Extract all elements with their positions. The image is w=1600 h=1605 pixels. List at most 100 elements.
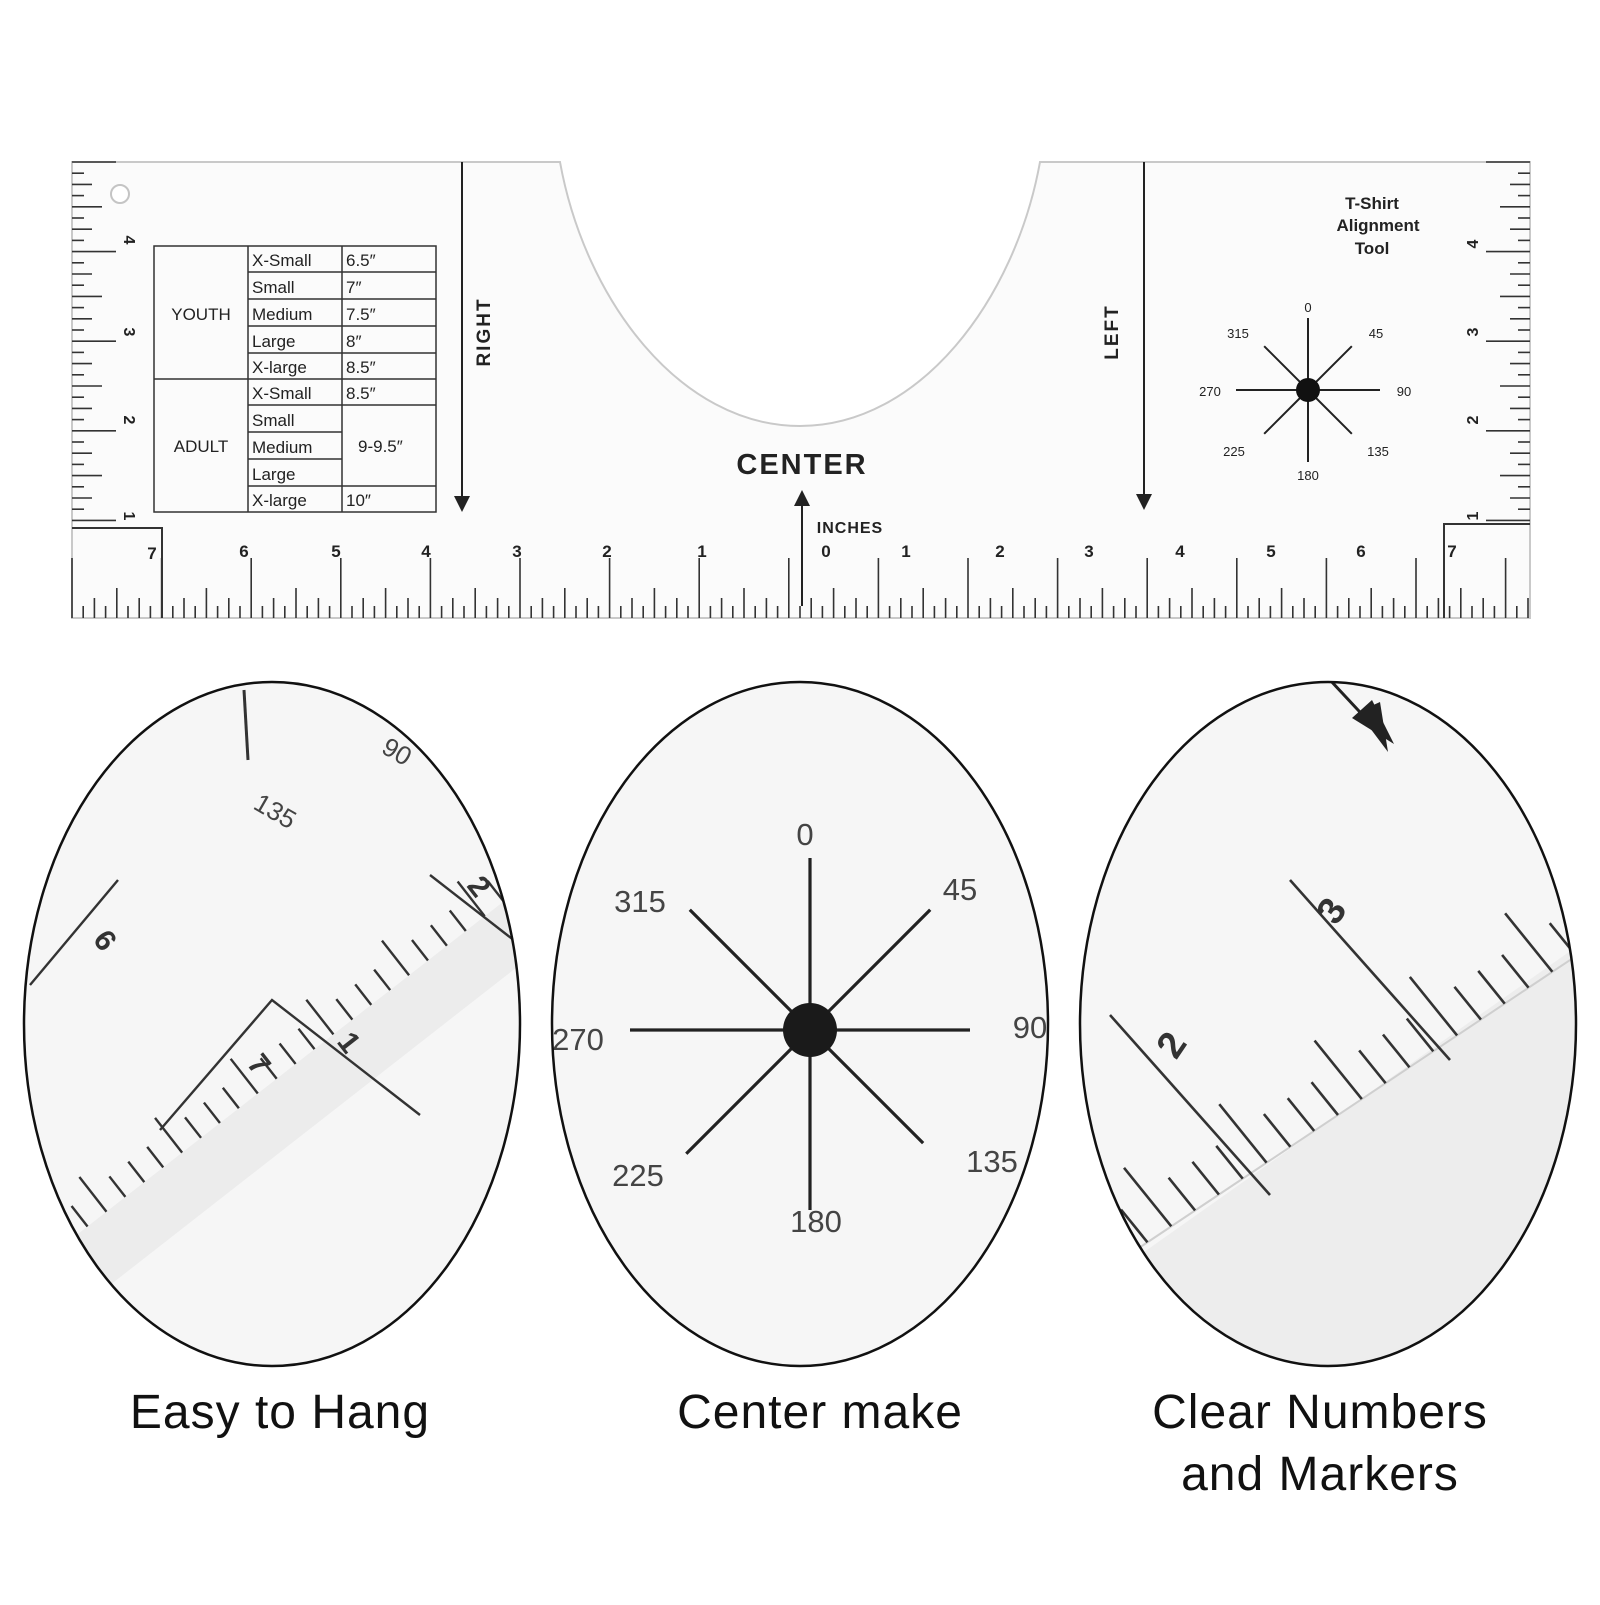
zoom-clear-tick (1215, 1145, 1244, 1180)
zoom-label-315: 315 (614, 884, 666, 919)
zoom-clear-tick (1313, 1039, 1363, 1100)
zoom-label-0: 0 (796, 817, 813, 852)
zoom-hang-tick (505, 865, 520, 888)
zoom-hang-tick (278, 1042, 297, 1065)
zoom-clear-tick (1381, 1033, 1411, 1069)
group-adult: ADULT (174, 437, 228, 456)
compass-label-315: 315 (1227, 326, 1249, 341)
zoom-label-45: 45 (943, 872, 977, 907)
compass-label-180: 180 (1297, 468, 1319, 483)
zoom-clear-tick (1080, 1240, 1101, 1275)
zoom-clear-tick (1477, 970, 1506, 1005)
side-number: 1 (1465, 511, 1482, 520)
zoom-hang-tick (305, 998, 335, 1036)
left-arrow: LEFT (1102, 162, 1152, 510)
zoom-hang-tick (525, 851, 541, 871)
zoom-clear-tick (1123, 1167, 1173, 1228)
value-cell: 7.5″ (346, 305, 376, 324)
zoom-hang-tick (411, 939, 429, 962)
size-cell: X-large (252, 491, 307, 510)
bottom-number: 0 (821, 542, 830, 561)
zoom-hang-tick (32, 1234, 51, 1257)
bottom-number: 3 (1084, 542, 1093, 561)
zoom-hang-tick (24, 1235, 32, 1272)
bottom-number: 1 (697, 542, 706, 561)
zoom-label-270: 270 (552, 1022, 604, 1057)
tshirt-ruler: 7 6 5 4 3 2 1 0 1 2 3 4 5 6 7 4 3 2 1 4 … (71, 161, 1531, 619)
zoom-clear-tick (1096, 1224, 1125, 1259)
size-table (153, 245, 437, 513)
bottom-number: 7 (147, 544, 156, 563)
hang-hole (110, 184, 130, 204)
zoom-hang-tick (354, 983, 373, 1006)
caption-clear-line1: Clear Numbers (1152, 1386, 1488, 1439)
compass-label-0: 0 (1304, 300, 1311, 315)
value-cell: 8.5″ (346, 384, 376, 403)
bottom-number: 2 (995, 542, 1004, 561)
zoom-compass-spoke (808, 908, 932, 1032)
zoom-hang-tick (154, 1117, 184, 1154)
bottom-number: 2 (602, 542, 611, 561)
right-label: RIGHT (474, 297, 495, 366)
caption-clear-line2: and Markers (1181, 1448, 1459, 1501)
zoom-clear-tick (1408, 976, 1459, 1037)
value-cell: 8.5″ (346, 358, 376, 377)
tool-title: T-Shirt Alignment Tool (1336, 194, 1419, 258)
zoom-hang-tick (70, 1205, 89, 1228)
group-youth: YOUTH (171, 305, 231, 324)
bottom-number: 6 (1356, 542, 1365, 561)
zoom-hang-tick (563, 822, 579, 842)
zoom-hang-tick (127, 1160, 146, 1183)
value-cell: 6.5″ (346, 251, 376, 270)
zoom-hang-tick (78, 1176, 108, 1213)
size-table-text: YOUTH ADULT X-Small Small Medium Large X… (171, 251, 403, 510)
zoom-compass-dot (783, 1003, 837, 1057)
bottom-number: 4 (421, 542, 431, 561)
compass-label-225: 225 (1223, 444, 1245, 459)
side-number: 3 (120, 328, 137, 337)
size-cell: Small (252, 278, 295, 297)
zoom-clear-tick (1119, 1208, 1149, 1244)
size-cell: Large (252, 332, 295, 351)
side-number: 4 (1465, 239, 1482, 248)
compass-label-135: 135 (1367, 444, 1389, 459)
side-number: 2 (1465, 415, 1482, 424)
zoom-hang-tick (381, 939, 411, 977)
zoom-clear-tick (1218, 1103, 1268, 1164)
value-cell: 7″ (346, 278, 361, 297)
bottom-number: 5 (1266, 542, 1275, 561)
zoom-easy-to-hang: 90 135 6 2 7 1 (22, 680, 579, 1368)
side-number: 4 (120, 236, 137, 245)
caption-easy-to-hang: Easy to Hang (129, 1386, 431, 1439)
side-number: 3 (1465, 327, 1482, 336)
zoom-label-90: 90 (1013, 1010, 1047, 1045)
zoom-hang-tick (259, 1057, 278, 1080)
zoom-clear-tick (1504, 912, 1554, 973)
zoom-hang-tick (229, 1058, 259, 1095)
ruler-compass: 0 45 90 135 180 225 270 315 (1199, 300, 1411, 483)
zoom-hang-tick (533, 822, 560, 857)
zoom-clear-tick (1191, 1160, 1220, 1196)
zoom-hang-tick (429, 924, 448, 947)
title-line: Alignment (1336, 216, 1419, 235)
zoom-clear-tick (1286, 1097, 1316, 1132)
value-cell: 9-9.5″ (358, 437, 403, 456)
bottom-number: 7 (1447, 542, 1456, 561)
right-arrow: RIGHT (454, 162, 495, 512)
zoom-center-make: 0 45 90 135 180 225 270 315 (550, 680, 1050, 1368)
bottom-number: 6 (239, 542, 248, 561)
left-side-numbers: 4 3 2 1 (120, 236, 137, 521)
zoom-hang-tick (486, 880, 505, 903)
zoom-hang-tick (335, 998, 354, 1021)
zoom-clear-tick (1358, 1049, 1387, 1084)
size-cell: X-large (252, 358, 307, 377)
caption-clear-numbers: Clear Numbers and Markers (1090, 1382, 1550, 1506)
size-cell: Medium (252, 438, 312, 457)
bottom-number: 1 (901, 542, 910, 561)
size-cell: Small (252, 411, 295, 430)
compass-center-dot (1296, 378, 1320, 402)
zoom-clear-tick (1167, 1176, 1197, 1212)
size-cell: X-Small (252, 251, 312, 270)
bottom-number: 3 (512, 542, 521, 561)
